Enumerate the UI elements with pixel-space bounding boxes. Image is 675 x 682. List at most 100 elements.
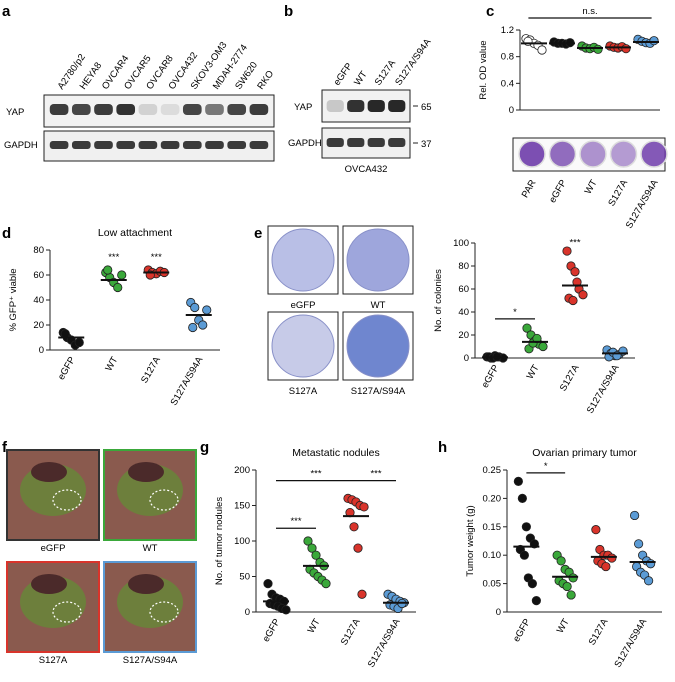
h-xtick-egfp: eGFP (511, 617, 533, 644)
nodule-outline-s127a-s94a (149, 601, 179, 623)
well-label-s127a: S127A (289, 386, 318, 397)
e-point-s127a (562, 246, 572, 256)
h-ytick-label: 0.05 (483, 579, 502, 590)
cell-line-label: OVCA432 (345, 164, 388, 175)
lane-label-rko: RKO (255, 69, 276, 92)
c-point-s127a (621, 44, 631, 54)
g-point-wt (311, 550, 321, 560)
c-point-par (537, 45, 547, 55)
d-point-wt (117, 270, 127, 280)
d-point-s127a-s94a (188, 322, 198, 333)
plate-well-rim-par (518, 140, 546, 168)
row-label-yap-b: YAP (294, 102, 312, 113)
band-yap-ovca432 (160, 104, 180, 115)
g-point-s127a (359, 502, 369, 512)
c-ytick-label: 1.2 (501, 25, 514, 36)
h-ytick-label: 0 (496, 607, 501, 618)
g-ylabel: No. of tumor nodules (214, 497, 225, 585)
g-xtick-s127a-s94a: S127A/S94A (366, 616, 403, 669)
g-xtick-s127a: S127A (339, 616, 363, 647)
e-ylabel: No. of colonies (433, 269, 444, 332)
band-yap-sw620 (227, 104, 247, 115)
h-ytick-label: 0.25 (483, 465, 502, 476)
c-xtick-s127a: S127A (606, 177, 630, 208)
liver-s127a-s94a (128, 574, 164, 594)
band-gapdh-b-s127a-s94a (388, 138, 406, 147)
panel-label-c: c (486, 3, 494, 20)
liver-egfp (31, 462, 67, 482)
c-ytick-label: 0.8 (501, 52, 514, 63)
g-point-egfp (281, 605, 291, 615)
band-yap-ovcar4 (94, 104, 113, 115)
colony-well-s127a-s94a (346, 314, 410, 378)
image-label-egfp: eGFP (41, 543, 66, 554)
d-ytick-label: 60 (33, 270, 44, 281)
plate-well-rim-wt (579, 140, 607, 168)
g-title: Metastatic nodules (292, 447, 380, 459)
colony-well-egfp (271, 228, 335, 292)
band-gapdh-skov3-om3 (182, 141, 202, 149)
band-gapdh-ovcar8 (138, 141, 158, 149)
nodule-outline-wt (149, 489, 179, 511)
g-point-wt (321, 578, 331, 589)
h-title: Ovarian primary tumor (532, 447, 637, 459)
image-label-s127a-s94a: S127A/S94A (123, 655, 178, 666)
d-xtick-s127a-s94a: S127A/S94A (169, 354, 206, 407)
band-yap-b-wt (347, 100, 365, 112)
d-sig-wt: *** (108, 252, 119, 263)
band-gapdh-rko (249, 141, 269, 149)
e-ytick-label: 60 (458, 284, 469, 295)
g-ytick-label: 0 (245, 607, 250, 618)
h-point-s127a (607, 553, 617, 563)
d-point-s127a-s94a (202, 305, 212, 315)
g-sig-egfp-wt: *** (290, 516, 301, 527)
e-point-wt (522, 323, 532, 333)
d-point-wt (113, 282, 123, 293)
g-ytick-label: 50 (239, 572, 250, 583)
lane-label-b-wt: WT (352, 69, 370, 88)
h-point-egfp (527, 578, 537, 589)
band-yap-b-egfp (326, 100, 344, 112)
c-ytick-label: 0.4 (501, 78, 514, 89)
h-point-egfp (517, 493, 527, 503)
e-point-s127a (568, 295, 578, 306)
well-label-egfp: eGFP (291, 300, 316, 311)
c-point-wt (593, 44, 603, 54)
h-point-egfp (513, 476, 523, 486)
h-point-s127a-s94a (644, 576, 654, 586)
band-yap-ovcar8 (138, 104, 158, 115)
band-gapdh-sw620 (227, 141, 247, 149)
h-ylabel: Tumor weight (g) (465, 505, 476, 576)
well-label-wt: WT (371, 300, 386, 311)
liver-s127a (31, 574, 67, 594)
g-point-wt (303, 536, 313, 546)
band-yap-a2780-p2 (49, 104, 69, 115)
band-yap-heya8 (71, 104, 91, 115)
h-point-egfp (519, 550, 529, 560)
panel-label-b: b (284, 3, 293, 20)
lane-label-b-s127a-s94a: S127A/S94A (393, 36, 434, 87)
g-xtick-wt: WT (306, 617, 323, 635)
marker-37: 37 (421, 139, 432, 150)
h-point-wt (556, 556, 566, 566)
e-point-s127a (578, 290, 588, 300)
g-point-s127a (349, 522, 359, 532)
h-point-wt (566, 590, 576, 600)
panel-label-h: h (438, 439, 447, 456)
g-point-s127a (353, 543, 363, 553)
h-xtick-s127a: S127A (587, 616, 611, 647)
g-xtick-egfp: eGFP (261, 617, 283, 644)
plate-well-rim-s127a (609, 140, 638, 168)
h-point-wt (562, 581, 572, 592)
row-label-yap-a: YAP (6, 107, 24, 118)
d-ytick-label: 20 (33, 320, 44, 331)
g-sig-s127a-s94a: *** (370, 469, 381, 480)
row-label-gapdh-a: GAPDH (4, 140, 38, 151)
well-label-s127a-s94a: S127A/S94A (351, 386, 406, 397)
